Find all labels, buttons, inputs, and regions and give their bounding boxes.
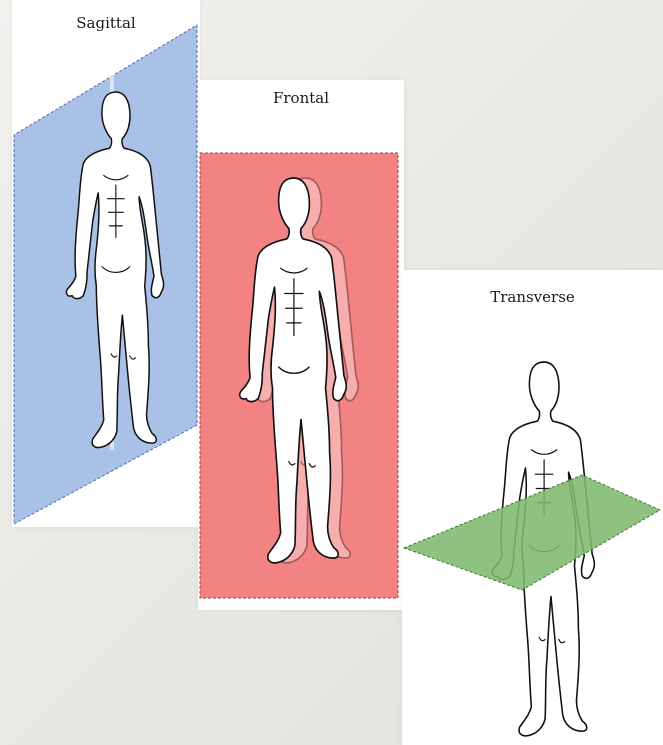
frontal-illustration (198, 80, 404, 610)
transverse-label: Transverse (402, 288, 663, 306)
transverse-illustration (402, 270, 663, 745)
sagittal-label: Sagittal (12, 14, 200, 32)
frontal-label: Frontal (198, 89, 404, 107)
sagittal-illustration (12, 0, 200, 527)
sagittal-panel: Sagittal (12, 0, 200, 527)
transverse-panel: Transverse (402, 270, 663, 745)
frontal-panel: Frontal (198, 80, 404, 610)
